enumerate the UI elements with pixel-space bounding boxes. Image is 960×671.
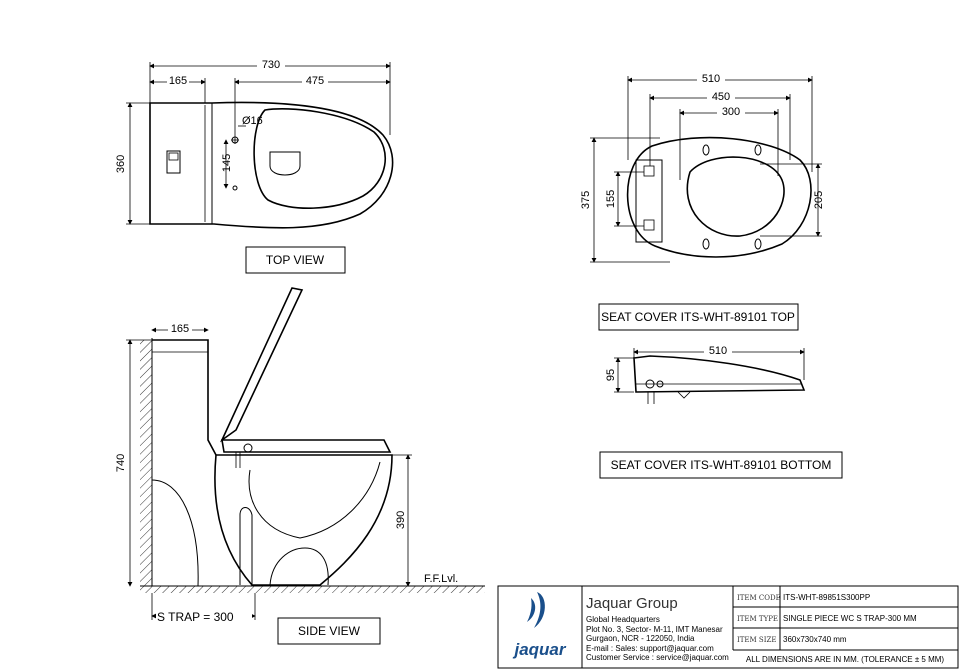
address-line-2: Plot No. 3, Sector- M-11, IMT Manesar	[586, 625, 723, 634]
row-value-type: SINGLE PIECE WC S TRAP-300 MM	[783, 614, 917, 623]
seat-bottom-dim-width: 510	[709, 345, 727, 357]
logo-wordmark: jaquar	[512, 640, 566, 659]
dimension-note: ALL DIMENSIONS ARE IN MM. (TOLERANCE ± 5…	[746, 655, 945, 664]
s-trap-label: S TRAP = 300	[157, 610, 234, 624]
address-line-3: Gurgaon, NCR - 122050, India	[586, 634, 695, 643]
seat-dim-mid-width: 450	[712, 91, 730, 103]
flush-button	[166, 150, 181, 174]
address-line-1: Global Headquarters	[586, 615, 660, 624]
seat-top-view: 510 450 300 375 155 205 SEAT COVER ITS-W…	[580, 72, 825, 331]
side-dim-rim-height: 390	[395, 511, 407, 529]
caption-side-view: SIDE VIEW	[298, 624, 361, 638]
seat-top-outline	[626, 136, 812, 258]
row-label-size: ITEM SIZE	[737, 636, 776, 644]
seat-side	[221, 439, 392, 453]
side-dim-height: 740	[115, 454, 127, 472]
row-label-type: ITEM TYPE	[737, 615, 778, 623]
caption-top-view: TOP VIEW	[266, 253, 325, 267]
title-block: jaquar Jaquar Group Global Headquarters …	[497, 585, 959, 669]
seat-opening	[686, 156, 785, 237]
wc-body-profile	[214, 454, 393, 586]
top-view-outline	[149, 101, 394, 229]
row-value-size: 360x730x740 mm	[783, 635, 847, 644]
caption-seat-bottom: SEAT COVER ITS-WHT-89101 BOTTOM	[611, 458, 832, 472]
company-name: Jaquar Group	[586, 595, 678, 612]
jaquar-logo: jaquar	[512, 592, 567, 659]
dim-bowl-length: 475	[306, 75, 324, 87]
side-view: 165 740 390 F.F.Lvl. S TRAP = 300 SIDE V…	[115, 287, 485, 645]
seat-dim-bowl-width: 205	[813, 191, 825, 209]
dim-tank-depth: 165	[169, 75, 187, 87]
row-label-code: ITEM CODE	[737, 594, 781, 602]
top-view: 730 165 475 360 Ø16 145 TOP VIEW	[115, 58, 394, 274]
seat-dim-outer-width: 510	[702, 73, 720, 85]
caption-seat-top: SEAT COVER ITS-WHT-89101 TOP	[601, 310, 795, 324]
dim-overall-length: 730	[262, 59, 280, 71]
floor-level-label: F.F.Lvl.	[424, 573, 458, 585]
dim-fixing-spacing: 145	[221, 154, 233, 172]
seat-dim-hinge-spacing: 155	[605, 190, 617, 208]
dim-width: 360	[115, 155, 127, 173]
lid-open	[220, 287, 304, 443]
row-value-code: ITS-WHT-89851S300PP	[783, 593, 870, 602]
address-line-4: E-mail : Sales: support@jaquar.com	[586, 644, 714, 653]
seat-bottom-profile	[633, 355, 806, 393]
seat-bottom-dim-height: 95	[605, 369, 617, 381]
dim-fixing-hole: Ø16	[242, 115, 263, 127]
address-line-5: Customer Service : service@jaquar.com	[586, 653, 729, 662]
wall-hatch	[140, 340, 152, 586]
seat-dim-length: 375	[580, 191, 592, 209]
seat-bottom-view: 510 95 SEAT COVER ITS-WHT-89101 BOTTOM	[599, 344, 843, 479]
side-dim-tank-depth: 165	[171, 323, 189, 335]
bowl-opening	[253, 108, 387, 210]
seat-dim-inner-width: 300	[722, 106, 740, 118]
floor-hatch	[140, 586, 485, 593]
